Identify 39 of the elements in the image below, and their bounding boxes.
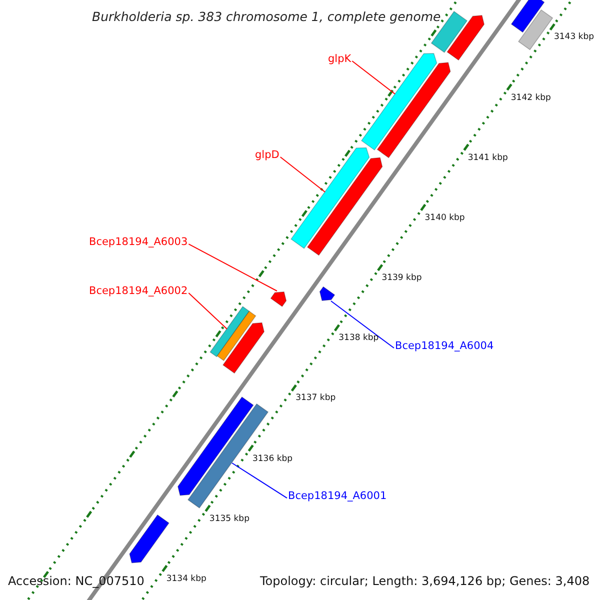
gene-feature bbox=[360, 53, 438, 151]
gene-bar bbox=[518, 9, 554, 50]
scale-label: 3141 kbp bbox=[468, 154, 508, 164]
gene-feature bbox=[290, 147, 370, 249]
scale-label: 3136 kbp bbox=[252, 454, 293, 464]
leader-line bbox=[188, 244, 278, 292]
gene-feature bbox=[129, 514, 170, 564]
gene-label: Bcep18194_A6002 bbox=[89, 285, 188, 298]
accession-text: Accession: NC_007510 bbox=[8, 575, 144, 589]
gene-label: Bcep18194_A6004 bbox=[395, 340, 494, 352]
gene-feature bbox=[319, 286, 336, 302]
leader-line bbox=[280, 156, 326, 192]
scale-label: 3138 kbp bbox=[338, 334, 379, 344]
gene-feature bbox=[270, 291, 287, 308]
scale-label: 3139 kbp bbox=[382, 274, 422, 284]
gene-feature bbox=[177, 396, 254, 496]
scale-label: 3142 kbp bbox=[510, 94, 551, 104]
gene-feature bbox=[446, 14, 485, 61]
gene-bar bbox=[216, 310, 256, 362]
scale-label: 3137 kbp bbox=[296, 394, 336, 404]
gene-feature bbox=[306, 157, 383, 256]
gene-feature bbox=[376, 62, 451, 158]
leader-line bbox=[232, 462, 288, 499]
genome-info-text: Topology: circular; Length: 3,694,126 bp; Genes: 3,408 bbox=[260, 575, 590, 589]
gene-label: glpD bbox=[255, 149, 280, 162]
scale-label: 3135 kbp bbox=[209, 514, 250, 525]
leader-line bbox=[330, 300, 394, 349]
gene-feature bbox=[210, 306, 250, 358]
leader-line bbox=[352, 60, 396, 94]
gene-label: glpK bbox=[328, 53, 352, 66]
gene-label: Bcep18194_A6001 bbox=[288, 490, 387, 502]
scale-label: 3143 kbp bbox=[554, 33, 594, 44]
gene-bar bbox=[510, 0, 545, 33]
scale-label: 3134 kbp bbox=[166, 574, 206, 585]
gene-feature bbox=[222, 322, 265, 374]
title: Burkholderia sp. 383 chromosome 1, complete genome bbox=[92, 10, 441, 24]
leader-line bbox=[188, 292, 228, 330]
scale-label: 3140 kbp bbox=[424, 214, 465, 224]
gene-label: Bcep18194_A6003 bbox=[89, 236, 188, 248]
